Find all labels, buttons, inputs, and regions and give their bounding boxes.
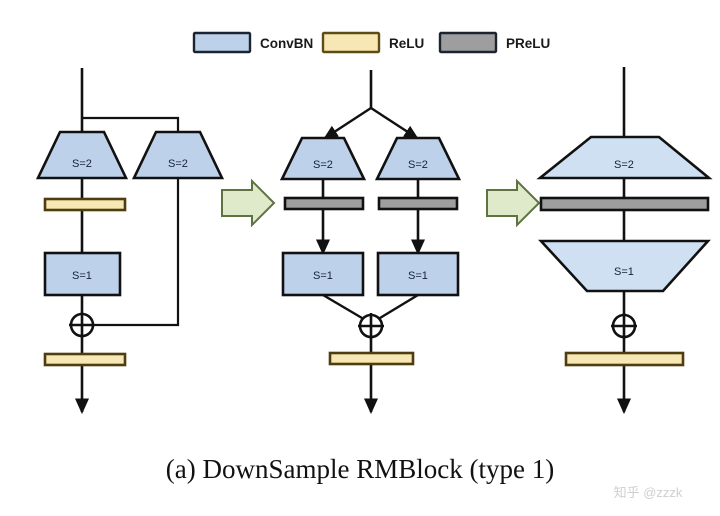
transition-1-right-block-arrow-icon: [221, 178, 276, 228]
p2-conv-s2-left-label: S=2: [313, 159, 333, 171]
legend-swatch-relu: [321, 31, 381, 54]
transition-2: [486, 178, 541, 228]
legend-swatch-convbn: [192, 31, 252, 54]
p3-prelu[interactable]: [539, 196, 710, 212]
p3-conv-s2-label: S=2: [614, 159, 634, 171]
legend-swatch-prelu: [438, 31, 498, 54]
p1-add[interactable]: [69, 312, 95, 338]
p2-conv-s1-right[interactable]: [376, 251, 460, 297]
figure-caption: (a) DownSample RMBlock (type 1): [166, 454, 554, 484]
p2-conv-s2-right-label: S=2: [408, 159, 428, 171]
p2-conv-s1-left-label: S=1: [313, 270, 333, 282]
legend-item-prelu: PReLU: [438, 31, 550, 54]
panel-expanded: S=2 S=2 S=1 S=1: [279, 70, 462, 415]
p2-conv-s2-left[interactable]: [279, 136, 367, 181]
legend-item-convbn: ConvBN: [192, 31, 313, 54]
edge-p2-left-to-add: [322, 293, 363, 320]
legend-label-relu: ReLU: [389, 36, 424, 51]
panel-original: S=2 S=2 S=1: [35, 68, 225, 415]
p2-conv-s2-right[interactable]: [374, 136, 462, 181]
p1-conv-s2-right[interactable]: [131, 130, 225, 180]
p1-relu-2[interactable]: [43, 352, 127, 367]
legend-label-convbn: ConvBN: [260, 36, 313, 51]
p2-prelu-left[interactable]: [283, 196, 365, 211]
p3-relu[interactable]: [564, 351, 685, 367]
p1-conv-s1-label: S=1: [72, 270, 92, 282]
p3-conv-s1-label: S=1: [614, 266, 634, 278]
p3-conv-s2[interactable]: [536, 135, 713, 180]
panel-merged: S=2 S=1: [536, 67, 713, 415]
transition-2-right-block-arrow-icon: [486, 178, 541, 228]
p2-relu[interactable]: [328, 351, 415, 366]
edge-split-right: [370, 106, 419, 140]
p2-prelu-right[interactable]: [377, 196, 459, 211]
legend-item-relu: ReLU: [321, 31, 424, 54]
edge-split-left: [323, 106, 372, 140]
p1-conv-s2-right-label: S=2: [168, 158, 188, 170]
edge-p2-right-to-add: [379, 293, 419, 320]
legend-label-prelu: PReLU: [506, 36, 550, 51]
p2-conv-s1-right-label: S=1: [408, 270, 428, 282]
p1-conv-s2-left-label: S=2: [72, 158, 92, 170]
edge-branch-to-conv-s2-right: [82, 116, 180, 132]
p1-conv-s2-left[interactable]: [35, 130, 129, 180]
transition-1: [221, 178, 276, 228]
p1-relu-1[interactable]: [43, 197, 127, 212]
legend: ConvBN ReLU PReLU: [192, 31, 550, 54]
edge-skip-to-add: [95, 178, 180, 327]
watermark: 知乎 @zzzk: [614, 485, 683, 500]
p3-conv-s1[interactable]: [538, 239, 711, 293]
